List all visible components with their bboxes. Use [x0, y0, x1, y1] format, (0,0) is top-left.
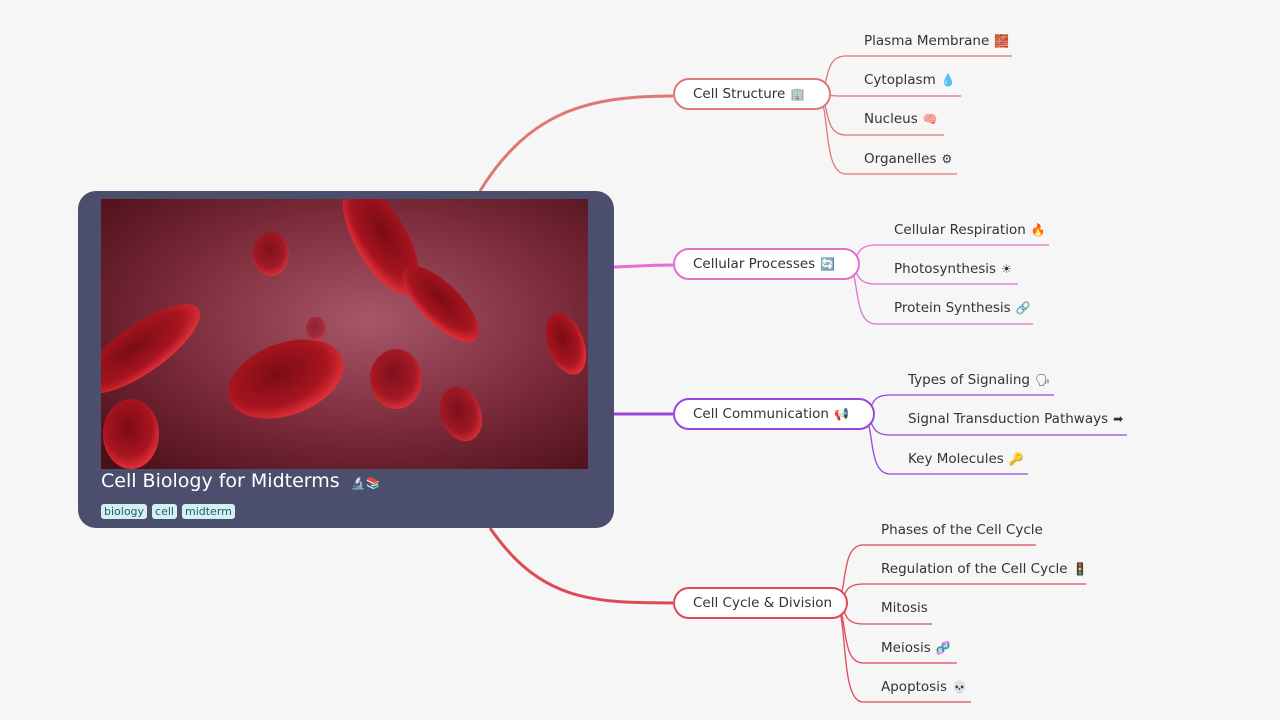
skull-icon: 💀: [952, 680, 967, 694]
speaking-head-icon: 🗣: [1034, 373, 1051, 387]
link-icon: 🔗: [1015, 301, 1031, 315]
arrow-right-icon: ➡: [1113, 412, 1124, 426]
leaf-link-3-1: [832, 583, 1086, 604]
key-icon: 🔑: [1008, 452, 1024, 466]
building-icon: 🏢: [790, 87, 806, 101]
leaf-label: Plasma Membrane: [864, 33, 990, 49]
leaf-label: Apoptosis: [881, 679, 948, 695]
leaf-label: Nucleus: [864, 111, 918, 127]
leaf-signal-transduction-pathways[interactable]: Signal Transduction Pathways ➡: [908, 410, 1123, 428]
branch-cell-communication[interactable]: Cell Communication 📢: [673, 398, 875, 430]
leaf-label: Signal Transduction Pathways: [908, 411, 1109, 427]
tag-biology[interactable]: biology: [101, 504, 148, 519]
dna-icon: 🧬: [935, 641, 951, 655]
leaf-label: Protein Synthesis: [894, 300, 1011, 316]
brick-icon: 🧱: [994, 34, 1010, 48]
leaf-apoptosis[interactable]: Apoptosis 💀: [881, 678, 967, 696]
leaf-label: Photosynthesis: [894, 261, 997, 277]
leaf-plasma-membrane[interactable]: Plasma Membrane 🧱: [864, 32, 1009, 50]
cycle-arrows-icon: 🔄: [820, 257, 836, 271]
branch-label: Cell Cycle & Division: [693, 595, 833, 611]
central-topic-title: Cell Biology for Midterms 🔬📚: [101, 470, 381, 492]
leaf-label: Phases of the Cell Cycle: [881, 522, 1043, 538]
droplet-icon: 💧: [940, 73, 956, 87]
branch-cellular-processes[interactable]: Cellular Processes 🔄: [673, 248, 860, 280]
tag-midterm[interactable]: midterm: [181, 504, 235, 519]
branch-label: Cell Communication: [693, 406, 829, 422]
leaf-types-of-signaling[interactable]: Types of Signaling 🗣: [908, 371, 1050, 389]
leaf-link-0-1: [814, 93, 961, 97]
central-topic-card[interactable]: Cell Biology for Midterms 🔬📚 biology cel…: [78, 191, 614, 528]
tag-list: biology cell midterm: [101, 504, 235, 519]
branch-cell-cycle-division[interactable]: Cell Cycle & Division: [673, 587, 848, 619]
megaphone-icon: 📢: [833, 407, 849, 421]
sun-icon: ☀: [1001, 262, 1012, 276]
branch-label: Cell Structure: [693, 86, 786, 102]
leaf-nucleus[interactable]: Nucleus 🧠: [864, 110, 938, 128]
leaf-label: Cytoplasm: [864, 72, 936, 88]
leaf-label: Meiosis: [881, 640, 931, 656]
leaf-phases-of-the-cell-cycle[interactable]: Phases of the Cell Cycle: [881, 521, 1043, 539]
leaf-label: Key Molecules: [908, 451, 1004, 467]
leaf-label: Mitosis: [881, 600, 928, 616]
leaf-label: Types of Signaling: [908, 372, 1030, 388]
leaf-photosynthesis[interactable]: Photosynthesis ☀: [894, 260, 1012, 278]
leaf-mitosis[interactable]: Mitosis: [881, 599, 928, 617]
branch-label: Cellular Processes: [693, 256, 816, 272]
leaf-label: Regulation of the Cell Cycle: [881, 561, 1068, 577]
central-topic-title-text: Cell Biology for Midterms: [101, 470, 340, 492]
leaf-cellular-respiration[interactable]: Cellular Respiration 🔥: [894, 221, 1046, 239]
leaf-key-molecules[interactable]: Key Molecules 🔑: [908, 450, 1024, 468]
leaf-organelles[interactable]: Organelles ⚙: [864, 150, 952, 168]
leaf-label: Cellular Respiration: [894, 222, 1026, 238]
brain-icon: 🧠: [922, 112, 938, 126]
red-blood-cells-image: [101, 199, 588, 469]
root-link-0: [478, 94, 674, 192]
gear-icon: ⚙: [941, 152, 953, 166]
leaf-regulation-of-the-cell-cycle[interactable]: Regulation of the Cell Cycle 🚦: [881, 560, 1088, 578]
leaf-meiosis[interactable]: Meiosis 🧬: [881, 639, 951, 657]
leaf-protein-synthesis[interactable]: Protein Synthesis 🔗: [894, 299, 1031, 317]
root-link-3: [488, 527, 674, 605]
leaf-cytoplasm[interactable]: Cytoplasm 💧: [864, 71, 956, 89]
tag-cell[interactable]: cell: [152, 504, 177, 519]
branch-cell-structure[interactable]: Cell Structure 🏢: [673, 78, 831, 110]
traffic-light-icon: 🚦: [1072, 562, 1088, 576]
leaf-label: Organelles: [864, 151, 937, 167]
fire-icon: 🔥: [1030, 223, 1046, 237]
microscope-books-icon: 🔬📚: [350, 476, 381, 490]
root-link-1: [613, 263, 674, 269]
